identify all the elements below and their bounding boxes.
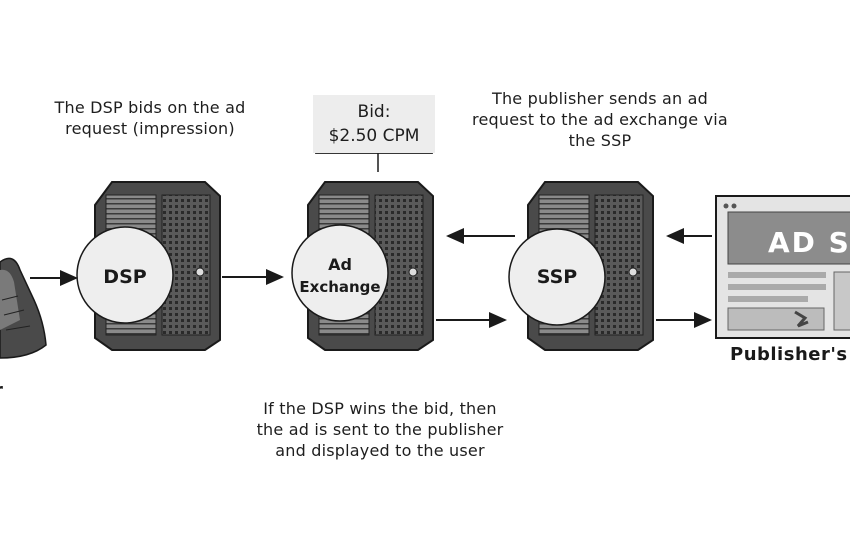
advertiser-label: r: [0, 380, 3, 401]
bid-box: Bid: $2.50 CPM: [313, 95, 435, 153]
advertiser-figure: [0, 257, 47, 359]
bid-label: Bid:: [357, 102, 391, 122]
caption-dsp-wins: If the DSP wins the bid, then the ad is …: [256, 399, 504, 460]
caption-dsp-bids: The DSP bids on the ad request (impressi…: [54, 98, 246, 138]
dsp-label: DSP: [103, 266, 147, 288]
ad-exchange-server: [291, 181, 434, 351]
ssp-server: [508, 181, 654, 351]
ad-exchange-label-line1: Ad: [328, 255, 352, 274]
ssp-label: SSP: [536, 266, 578, 288]
publisher-website: [715, 195, 850, 339]
bid-amount: $2.50 CPM: [328, 126, 420, 146]
ad-slot-label: AD SL: [768, 226, 850, 259]
publisher-site-label: Publisher's V: [730, 344, 850, 365]
ad-exchange-label-line2: Exchange: [299, 278, 381, 296]
caption-publisher-sends: The publisher sends an ad request to the…: [472, 89, 728, 150]
